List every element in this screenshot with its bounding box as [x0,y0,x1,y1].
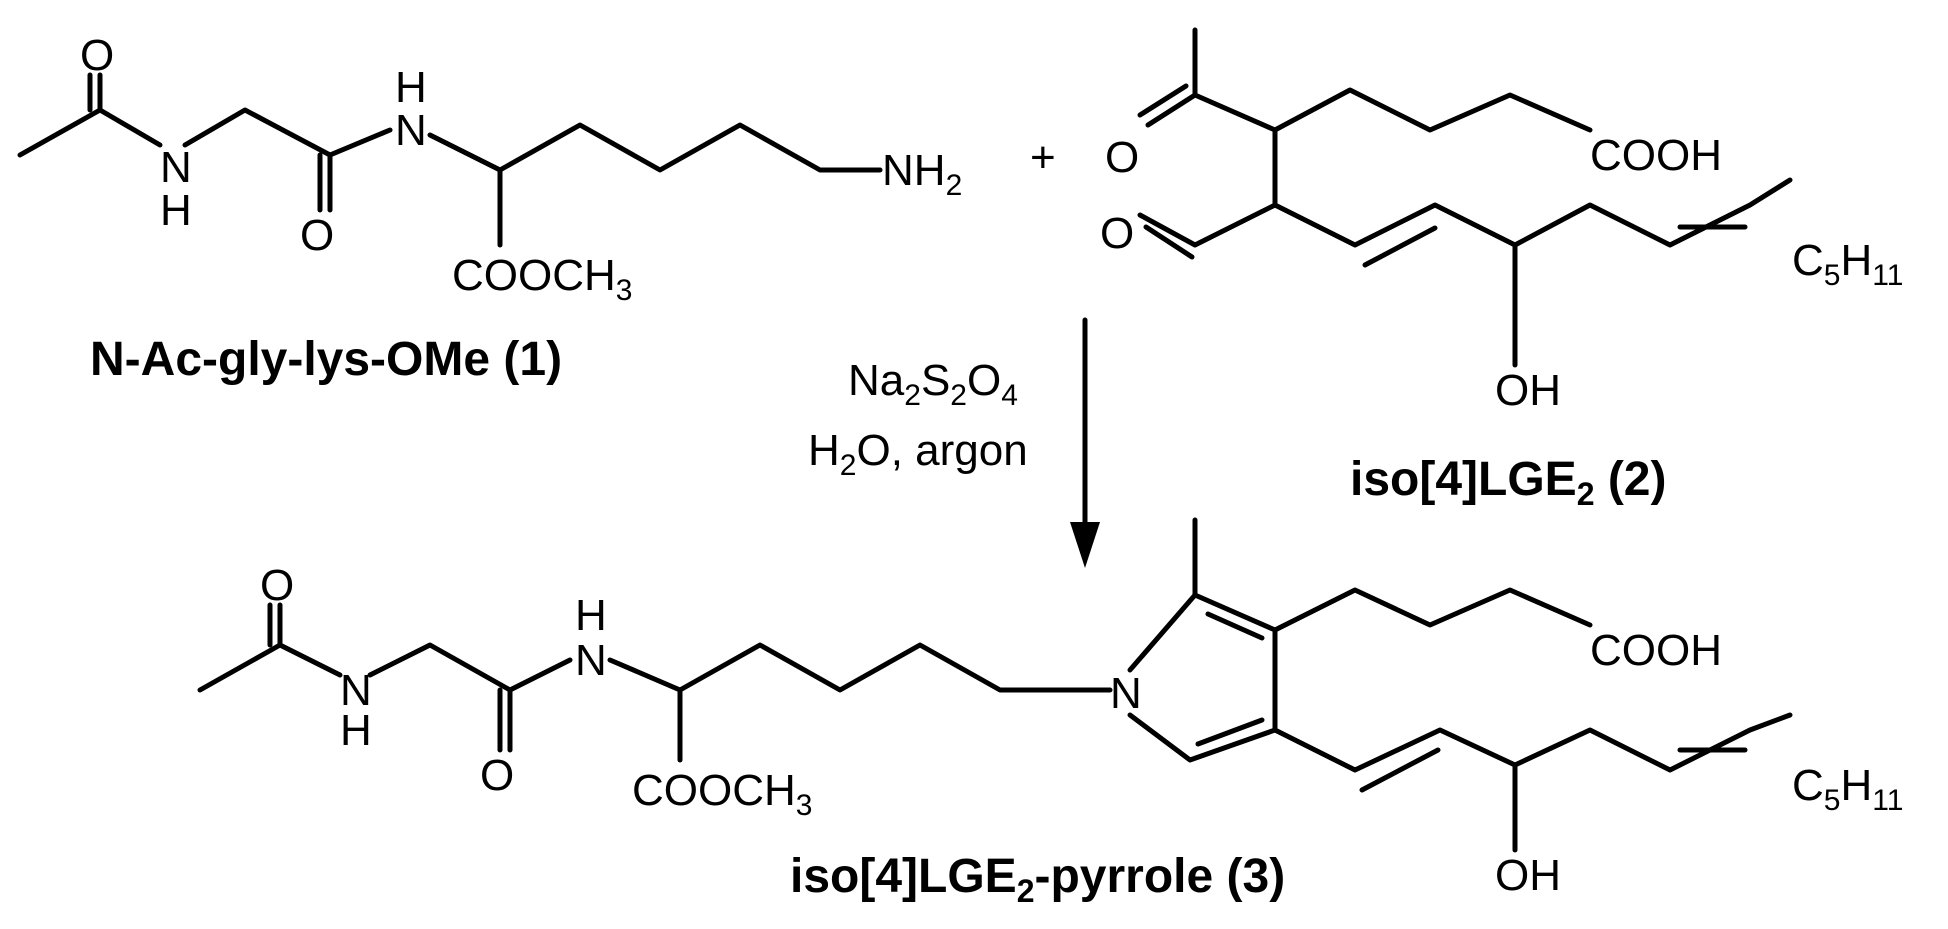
c2-carboxyl-group: COOH [1590,131,1722,180]
c3-h-lys: H [575,591,607,640]
solvent-label: H2O, argon [808,426,1028,482]
compound-1-name: N-Ac-gly-lys-OMe (1) [90,333,562,386]
reaction-arrow [1070,317,1100,568]
arrow-head [1070,522,1100,568]
c3-pentyl-group: C5H11 [1792,761,1903,817]
c3-oxygen-gly: O [480,751,514,800]
compound-3-alkenyl-chain [1272,712,1793,773]
c3-hydroxyl-group: OH [1495,851,1561,900]
c2-ketone-oxygen: O [1105,133,1139,182]
plus-sign: + [1030,133,1056,182]
compound-3-pyrrole-double-2 [1195,717,1265,747]
compound-3-carbonyl-gly [497,687,513,753]
compound-3-trans-alkene [1359,747,1441,793]
c3-pyrrole-nitrogen: N [1110,669,1142,718]
compound-3-acid-chain [1272,587,1593,633]
compound-2-aldehyde-double [1143,224,1195,260]
c2-aldehyde-oxygen: O [1100,209,1134,258]
compound-2-structure: O O COOH OH C5H11 [1100,27,1903,415]
c1-n-gly: N [160,143,192,192]
compound-1-skeleton [17,107,883,173]
c1-oxygen-gly: O [300,211,334,260]
compound-3-structure: O N H N H O COOCH3 N COOH OH C5H11 [197,517,1903,900]
compound-2-trans-alkene [1362,225,1438,268]
c2-hydroxyl-group: OH [1495,366,1561,415]
c3-ester-group: COOCH3 [632,766,812,822]
compound-3-carbonyl-ac [267,602,283,648]
compound-3-pyrrole-double-1 [1205,611,1265,641]
c1-h-gly: H [160,186,192,235]
c3-oxygen-ac: O [260,561,294,610]
compound-1-carbonyl-ac [87,72,103,113]
compound-1-structure: O N H N H O COOCH3 NH2 [17,31,962,307]
c2-pentyl-group: C5H11 [1792,236,1903,292]
c1-ester-group: COOCH3 [452,251,632,307]
compound-3-pyrrole-ring [1127,592,1278,763]
compound-2-ketone-double [1137,83,1198,128]
c3-n-lys: N [575,636,607,685]
c3-h-gly: H [340,706,372,755]
c1-amine-group: NH2 [882,146,962,202]
c3-carboxyl-group: COOH [1590,626,1722,675]
compound-3-name: iso[4]LGE2-pyrrole (3) [790,850,1285,909]
compound-1-carbonyl-gly [317,152,333,213]
reagent-label: Na2S2O4 [848,356,1018,412]
c1-n-lys: N [395,106,427,155]
compound-3-lysine-chain [197,642,1113,693]
compound-2-name: iso[4]LGE2 (2) [1350,453,1666,512]
c1-oxygen-ac: O [80,31,114,80]
c1-h-lys: H [395,63,427,112]
c3-n-gly: N [340,666,372,715]
